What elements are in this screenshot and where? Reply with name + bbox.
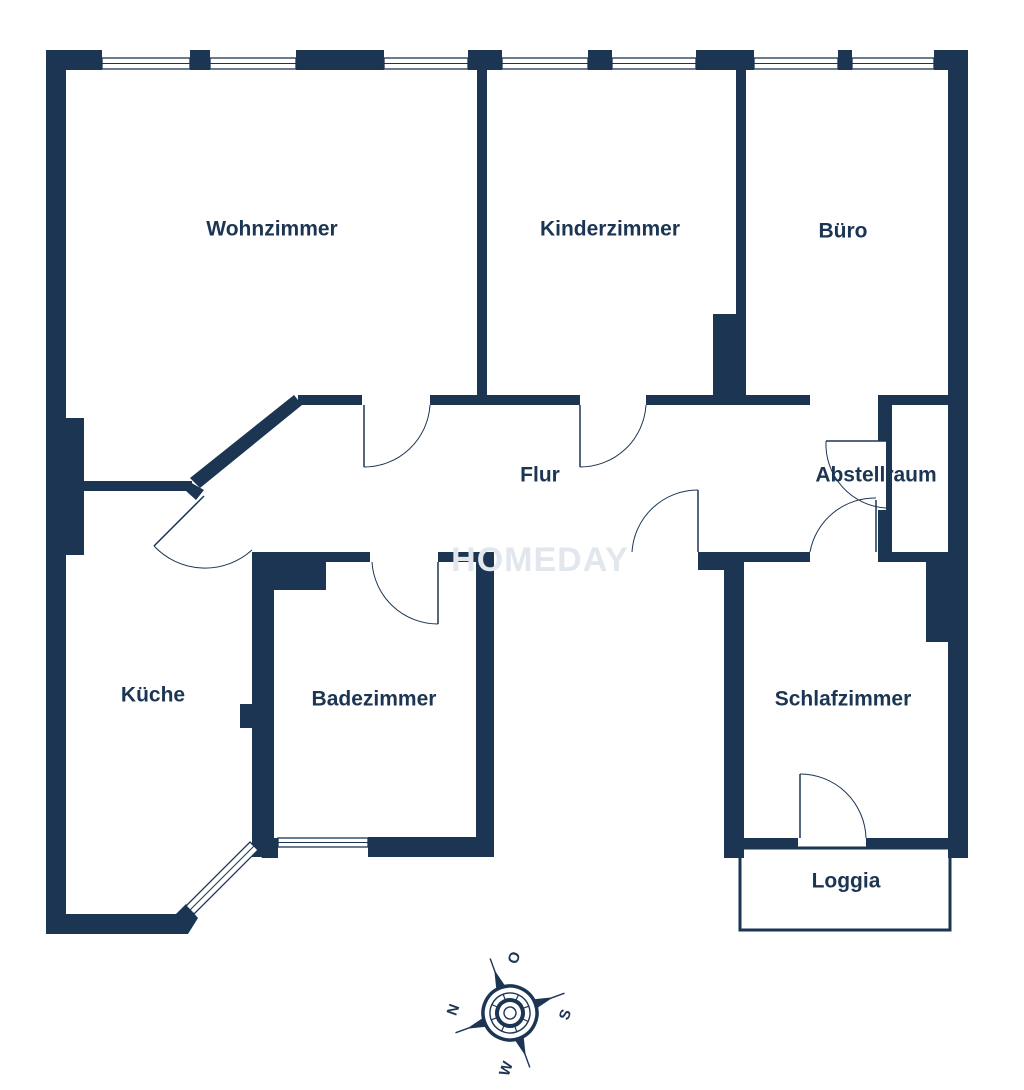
wall-abstell-inner — [886, 405, 892, 555]
wall-bad-corner-joint — [252, 838, 278, 858]
door-schlafzimmer — [809, 497, 877, 553]
room-label-abstellraum: Abstellraum — [815, 464, 936, 487]
wall-top-6 — [696, 50, 754, 70]
room-label-buero: Büro — [819, 220, 868, 243]
wall-bad-corner-block — [262, 562, 326, 590]
wall-kueche-pillar — [240, 704, 272, 728]
compass-icon — [455, 958, 565, 1068]
wall-wohn-kinder — [477, 66, 487, 404]
walls — [46, 50, 968, 934]
door-kueche — [153, 495, 253, 569]
window-top-2 — [209, 57, 297, 70]
room-label-badezimmer: Badezimmer — [312, 688, 437, 711]
wall-top-2 — [190, 50, 210, 70]
wall-flur-top-a — [298, 395, 362, 405]
door-wohnzimmer — [363, 404, 431, 468]
wall-kueche-bad-thick — [262, 552, 274, 847]
wall-schlaf-bottom-b — [866, 838, 968, 848]
wall-flur-bottom-b — [438, 552, 494, 562]
window-top-6 — [753, 57, 839, 70]
door-kinderzimmer — [579, 404, 647, 468]
wall-bad-bottom — [368, 837, 494, 857]
window-kueche-diagonal — [185, 841, 259, 915]
room-label-wohnzimmer: Wohnzimmer — [206, 218, 337, 241]
wall-left-outer — [46, 50, 66, 934]
wall-kitchen-bottom — [46, 914, 186, 934]
window-bad-bottom — [277, 837, 369, 848]
compass-letter-n: N — [444, 1002, 464, 1018]
wall-left-pillar — [62, 418, 84, 555]
wall-top-3 — [296, 50, 384, 70]
window-top-7 — [851, 57, 935, 70]
door-badezimmer — [371, 561, 439, 625]
wall-kueche-stub — [186, 481, 204, 500]
wall-kinder-buero — [736, 66, 746, 404]
wall-flur-top-b — [430, 395, 580, 405]
room-label-schlafzimmer: Schlafzimmer — [775, 688, 912, 711]
wall-bad-right — [476, 562, 494, 857]
wall-top-1 — [46, 50, 102, 70]
doors — [153, 404, 887, 839]
door-loggia — [799, 773, 867, 839]
compass-letter-s: S — [556, 1007, 575, 1022]
wall-abstell-left-bottom — [878, 510, 888, 562]
wall-flur-bottom-a — [252, 552, 370, 562]
wall-kitchen-corner — [176, 904, 198, 934]
wall-flur-top-c — [646, 395, 810, 405]
door-abstellraum — [825, 440, 887, 509]
door-flur-bottom — [631, 489, 699, 553]
compass-letter-w: W — [496, 1058, 517, 1078]
wall-top-7 — [838, 50, 852, 70]
window-top-5 — [611, 57, 697, 70]
room-labels: Wohnzimmer Kinderzimmer Büro Flur Abstel… — [121, 218, 937, 893]
wall-flur-diagonal — [190, 395, 302, 488]
compass: O W N S — [444, 949, 576, 1078]
window-top-1 — [101, 57, 191, 70]
wall-abstell-left-top — [878, 395, 888, 441]
room-label-kueche: Küche — [121, 684, 185, 707]
wall-top-5 — [588, 50, 612, 70]
window-top-4 — [501, 57, 589, 70]
compass-letter-o: O — [505, 949, 525, 966]
window-top-3 — [383, 57, 469, 70]
room-label-kinderzimmer: Kinderzimmer — [540, 218, 680, 241]
wall-right-pillar — [926, 560, 950, 642]
wall-wohn-kueche — [80, 481, 192, 491]
wall-flur-top-d — [878, 395, 950, 405]
wall-flur-bottom-d — [744, 552, 810, 562]
wall-schlaf-left — [724, 562, 744, 858]
watermark: HOMEDAY — [451, 541, 629, 579]
room-label-flur: Flur — [520, 464, 560, 487]
loggia-outline — [738, 846, 952, 932]
wall-kinder-pillar — [713, 314, 737, 404]
wall-right-outer — [948, 50, 968, 858]
room-label-loggia: Loggia — [812, 870, 881, 893]
windows — [101, 57, 935, 915]
wall-top-4 — [468, 50, 502, 70]
wall-schlaf-bottom-a — [724, 838, 798, 848]
wall-flur-bottom-e — [878, 552, 950, 562]
